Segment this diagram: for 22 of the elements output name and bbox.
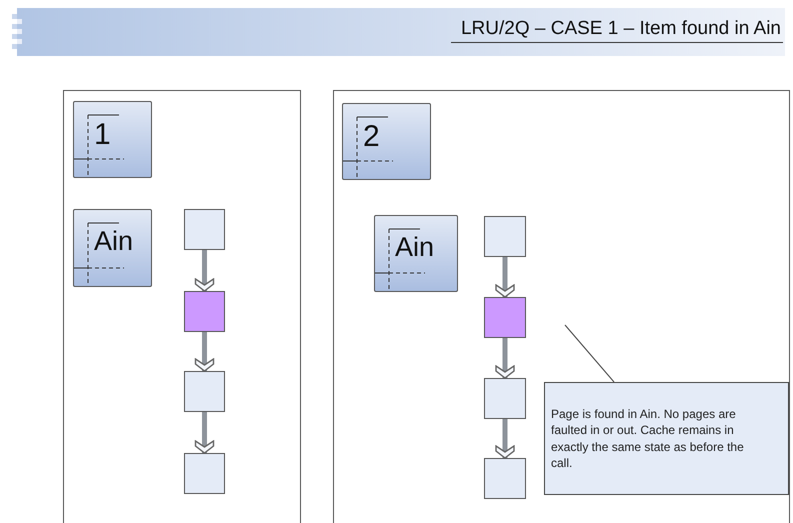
tile-label: Ain: [94, 228, 134, 255]
tile-label: 1: [94, 120, 111, 150]
slide-title: LRU/2Q – CASE 1 – Item found in Ain: [450, 18, 783, 43]
queue-slot: [484, 297, 526, 338]
tile-label: Ain: [395, 234, 434, 261]
panel-frame: [333, 90, 790, 523]
tile-box: [73, 209, 152, 287]
leader-line: [564, 324, 614, 382]
queue-slot: [184, 291, 225, 332]
tile-box: [73, 101, 152, 178]
tile-box: [374, 215, 458, 292]
queue-slot: [484, 458, 526, 499]
tile-label: 2: [363, 122, 380, 152]
queue-slot: [184, 453, 225, 494]
tile-box: [342, 103, 431, 180]
queue-slot: [484, 378, 526, 419]
queue-slot: [184, 209, 225, 250]
note-text: Page is found in Ain. No pages are faulted in or out. Cache remains in exactly the same state as before the call.: [551, 406, 745, 471]
panel-frame: [63, 90, 301, 523]
note-box: [544, 382, 789, 495]
queue-slot: [484, 216, 526, 257]
queue-slot: [184, 371, 225, 412]
